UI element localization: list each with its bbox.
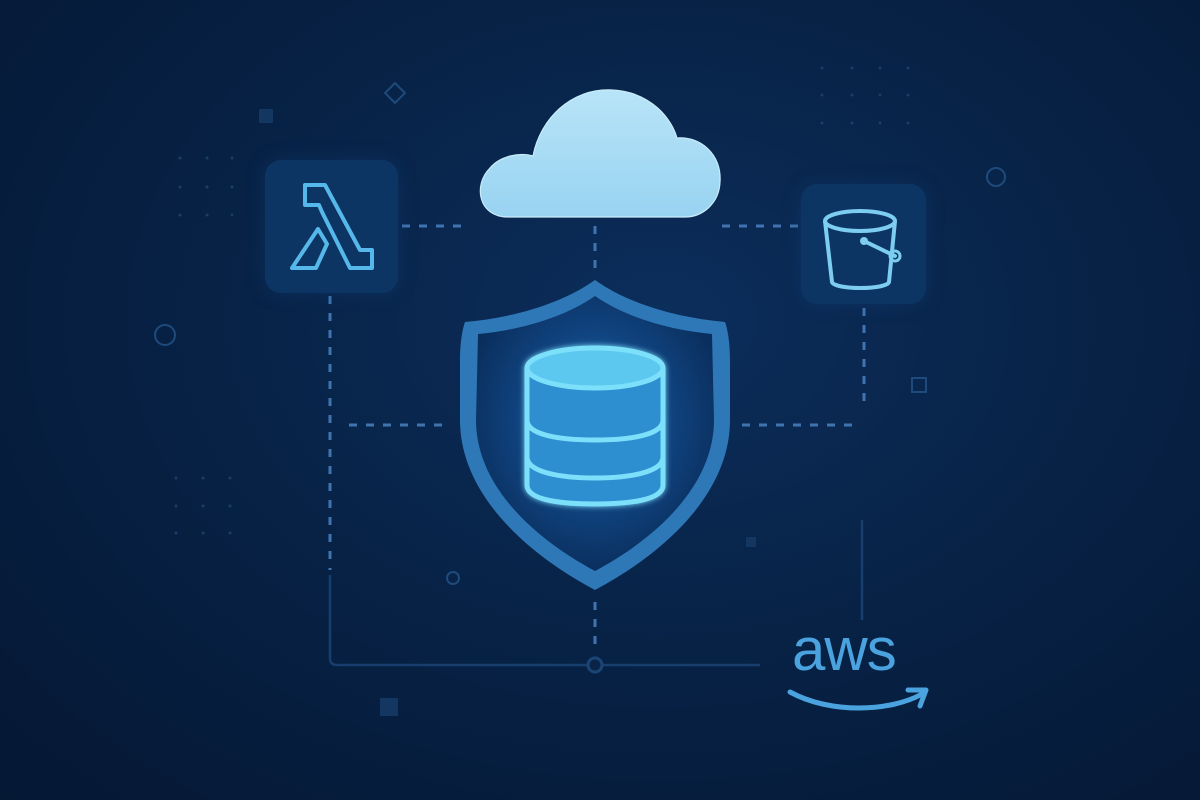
cloud-icon	[479, 89, 721, 218]
aws-logo: aws	[780, 610, 940, 720]
aws-logo-text: aws	[792, 616, 897, 683]
bus-lines	[328, 520, 864, 667]
dot-grid-decoration	[174, 66, 910, 535]
lambda-icon	[290, 183, 374, 270]
lambda-service-tile[interactable]	[265, 160, 398, 293]
decorative-shapes	[154, 81, 1006, 585]
database-icon	[524, 345, 666, 507]
junction-node-icon	[586, 656, 604, 674]
bucket-icon	[823, 209, 902, 290]
decorative-squares	[259, 109, 756, 716]
s3-bucket-service-tile[interactable]	[801, 184, 926, 304]
smile-arrow-icon	[787, 687, 929, 711]
dashed-connectors	[328, 224, 866, 650]
